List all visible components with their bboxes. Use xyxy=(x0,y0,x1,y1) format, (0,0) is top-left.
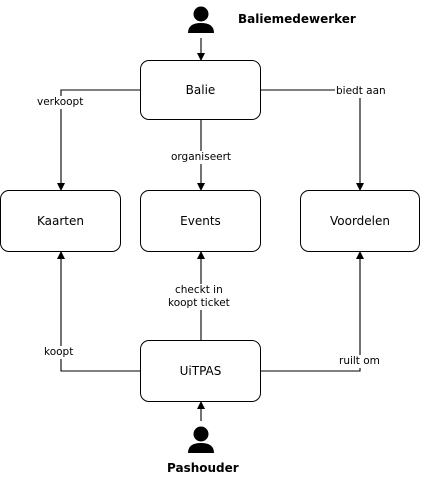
node-uitpas-label: UiTPAS xyxy=(179,364,222,378)
edge-label-checkt-in-line1: checkt in xyxy=(174,284,223,296)
node-balie: Balie xyxy=(140,60,261,120)
node-voordelen: Voordelen xyxy=(300,190,420,252)
node-kaarten: Kaarten xyxy=(0,190,121,252)
node-events-label: Events xyxy=(180,214,221,228)
edge-ruilt-om xyxy=(261,251,364,372)
edge-label-koopt: koopt xyxy=(43,346,75,359)
node-balie-label: Balie xyxy=(185,83,216,97)
actor-label-pashouder: Pashouder xyxy=(167,461,239,475)
edge-label-ruilt-om: ruilt om xyxy=(338,355,381,368)
edge-label-biedt-aan: biedt aan xyxy=(335,85,387,98)
person-icon-bottom xyxy=(188,426,214,453)
edge-label-organiseert: organiseert xyxy=(170,151,233,164)
node-events: Events xyxy=(140,190,261,252)
edge-label-verkoopt: verkoopt xyxy=(36,96,85,109)
person-icon-top xyxy=(188,6,214,33)
edge-koopt xyxy=(57,251,140,372)
node-voordelen-label: Voordelen xyxy=(329,214,390,228)
edge-label-checkt-in-line2: koopt ticket xyxy=(168,297,230,309)
edge-biedt-aan xyxy=(261,89,364,191)
node-kaarten-label: Kaarten xyxy=(37,214,84,228)
actor-label-baliemedewerker: Baliemedewerker xyxy=(238,12,356,26)
edge-label-checkt-in: checkt in koopt ticket xyxy=(167,284,231,310)
node-uitpas: UiTPAS xyxy=(140,340,261,402)
edge-verkoopt xyxy=(57,89,140,191)
